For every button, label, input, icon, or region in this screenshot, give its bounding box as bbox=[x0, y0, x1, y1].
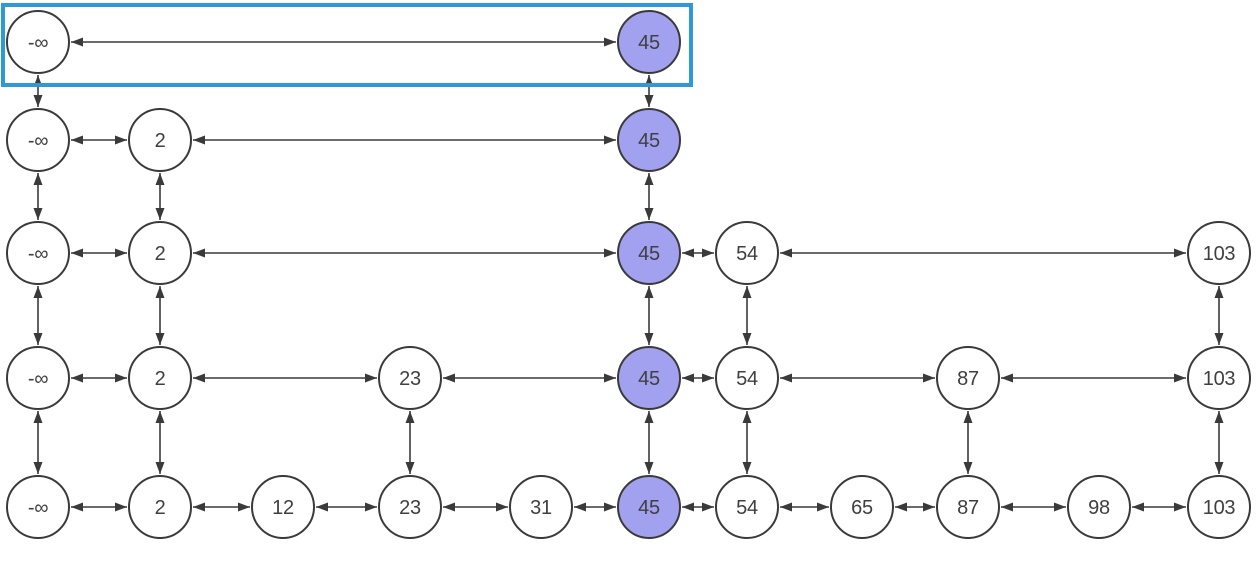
node-label: 65 bbox=[851, 497, 873, 519]
node-level4-23[interactable]: 23 bbox=[378, 346, 442, 410]
node-level4--∞[interactable]: -∞ bbox=[6, 346, 70, 410]
node-level2--∞[interactable]: -∞ bbox=[6, 108, 70, 172]
node-label: -∞ bbox=[28, 32, 48, 54]
node-circle bbox=[936, 475, 1000, 539]
selection-box bbox=[1, 3, 693, 87]
node-circle bbox=[6, 108, 70, 172]
node-circle-highlighted bbox=[617, 108, 681, 172]
node-label: -∞ bbox=[28, 130, 48, 152]
node-circle-highlighted bbox=[617, 221, 681, 285]
node-level5-12[interactable]: 12 bbox=[251, 475, 315, 539]
node-label: 2 bbox=[155, 130, 166, 152]
node-level3--∞[interactable]: -∞ bbox=[6, 221, 70, 285]
node-label: 12 bbox=[272, 497, 294, 519]
node-circle bbox=[6, 475, 70, 539]
node-circle bbox=[1187, 221, 1251, 285]
node-label: 45 bbox=[638, 32, 660, 54]
nodes-layer: -∞ 45 -∞ 2 45 -∞ 2 45 54 103 -∞ 2 23 45 54 87 103 -∞ 2 12 23… bbox=[6, 10, 1251, 539]
node-label: 98 bbox=[1088, 497, 1110, 519]
node-circle-highlighted bbox=[617, 346, 681, 410]
node-circle bbox=[6, 10, 70, 74]
node-circle bbox=[715, 346, 779, 410]
node-level5-54[interactable]: 54 bbox=[715, 475, 779, 539]
node-label: 103 bbox=[1203, 243, 1236, 265]
node-label: 54 bbox=[736, 497, 758, 519]
node-circle bbox=[715, 221, 779, 285]
node-level5-2[interactable]: 2 bbox=[128, 475, 192, 539]
node-circle bbox=[128, 346, 192, 410]
node-circle bbox=[936, 346, 1000, 410]
node-circle bbox=[128, 221, 192, 285]
node-circle bbox=[830, 475, 894, 539]
node-circle bbox=[251, 475, 315, 539]
node-circle bbox=[1067, 475, 1131, 539]
node-level3-45[interactable]: 45 bbox=[617, 221, 681, 285]
node-level5--∞[interactable]: -∞ bbox=[6, 475, 70, 539]
node-circle bbox=[6, 221, 70, 285]
node-label: -∞ bbox=[28, 243, 48, 265]
node-label: 2 bbox=[155, 368, 166, 390]
node-label: 54 bbox=[736, 243, 758, 265]
node-level5-45[interactable]: 45 bbox=[617, 475, 681, 539]
node-level4-87[interactable]: 87 bbox=[936, 346, 1000, 410]
node-label: 87 bbox=[957, 368, 979, 390]
node-level5-31[interactable]: 31 bbox=[509, 475, 573, 539]
node-circle bbox=[509, 475, 573, 539]
node-label: 23 bbox=[399, 368, 421, 390]
node-circle-highlighted bbox=[617, 475, 681, 539]
node-circle bbox=[1187, 475, 1251, 539]
node-level5-103[interactable]: 103 bbox=[1187, 475, 1251, 539]
node-label: -∞ bbox=[28, 497, 48, 519]
node-label: 45 bbox=[638, 130, 660, 152]
node-circle bbox=[378, 346, 442, 410]
node-level2-2[interactable]: 2 bbox=[128, 108, 192, 172]
node-circle bbox=[1187, 346, 1251, 410]
node-circle bbox=[378, 475, 442, 539]
node-level4-103[interactable]: 103 bbox=[1187, 346, 1251, 410]
node-circle-highlighted bbox=[617, 10, 681, 74]
node-label: 87 bbox=[957, 497, 979, 519]
node-level1-45[interactable]: 45 bbox=[617, 10, 681, 74]
node-level3-103[interactable]: 103 bbox=[1187, 221, 1251, 285]
node-label: 2 bbox=[155, 497, 166, 519]
node-label: 54 bbox=[736, 368, 758, 390]
node-circle bbox=[715, 475, 779, 539]
node-label: 31 bbox=[530, 497, 552, 519]
node-level3-54[interactable]: 54 bbox=[715, 221, 779, 285]
edges-layer bbox=[33, 37, 1224, 512]
node-level5-23[interactable]: 23 bbox=[378, 475, 442, 539]
node-circle bbox=[6, 346, 70, 410]
node-level4-2[interactable]: 2 bbox=[128, 346, 192, 410]
node-label: 45 bbox=[638, 497, 660, 519]
node-level4-45[interactable]: 45 bbox=[617, 346, 681, 410]
node-level5-98[interactable]: 98 bbox=[1067, 475, 1131, 539]
node-level2-45[interactable]: 45 bbox=[617, 108, 681, 172]
node-level4-54[interactable]: 54 bbox=[715, 346, 779, 410]
node-level3-2[interactable]: 2 bbox=[128, 221, 192, 285]
node-label: -∞ bbox=[28, 368, 48, 390]
node-label: 45 bbox=[638, 243, 660, 265]
node-level5-87[interactable]: 87 bbox=[936, 475, 1000, 539]
node-circle bbox=[128, 108, 192, 172]
node-label: 23 bbox=[399, 497, 421, 519]
node-circle bbox=[128, 475, 192, 539]
node-label: 103 bbox=[1203, 368, 1236, 390]
node-label: 103 bbox=[1203, 497, 1236, 519]
node-label: 45 bbox=[638, 368, 660, 390]
node-label: 2 bbox=[155, 243, 166, 265]
node-level5-65[interactable]: 65 bbox=[830, 475, 894, 539]
node-level1--∞[interactable]: -∞ bbox=[6, 10, 70, 74]
